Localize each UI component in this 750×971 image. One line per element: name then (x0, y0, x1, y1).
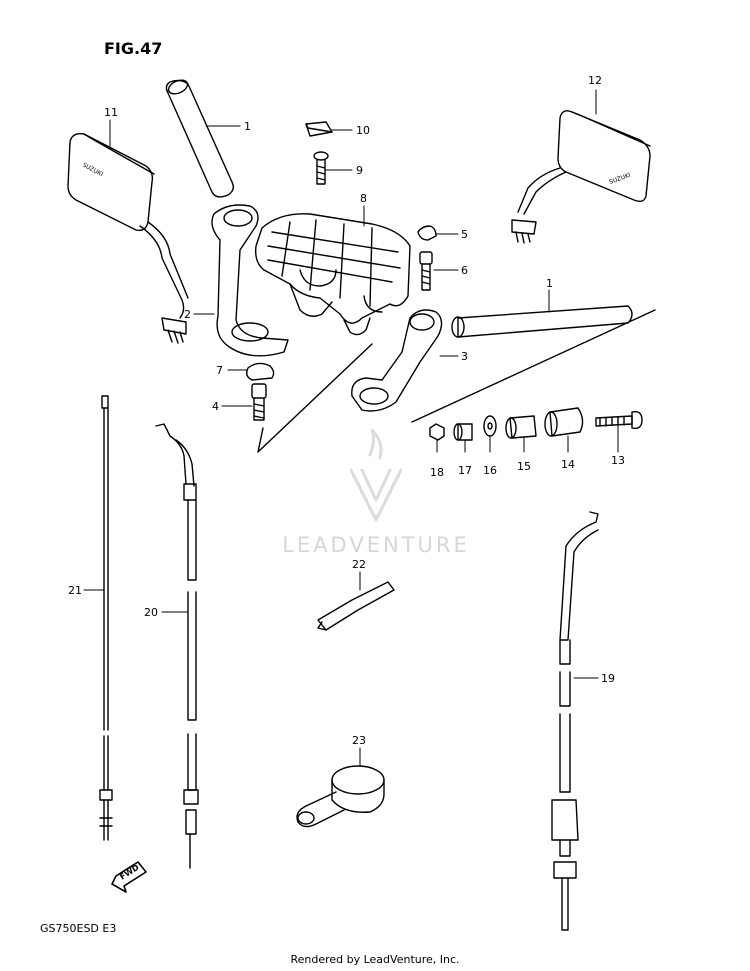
callout-number: 13 (611, 454, 625, 467)
callout-number: 16 (483, 464, 497, 477)
nut (429, 423, 445, 441)
callout-number: 12 (588, 74, 602, 87)
balancer (544, 407, 584, 437)
cable-clutch (99, 395, 113, 841)
callout-number: 8 (360, 192, 367, 205)
fwd-arrow-icon (111, 861, 147, 893)
bolt-holder-lower (251, 383, 267, 421)
model-code: GS750ESD E3 (40, 922, 116, 935)
handlebar-left (165, 79, 235, 198)
figure-title: FIG.47 (104, 39, 162, 58)
callout-number: 4 (212, 400, 219, 413)
callout-number: 5 (461, 228, 468, 241)
cap-small (417, 225, 437, 241)
callout-number: 19 (601, 672, 615, 685)
mirror-brand-right: SUZUKI (608, 172, 632, 186)
callout-number: 11 (104, 106, 118, 119)
callout-number: 6 (461, 264, 468, 277)
callout-number: 14 (561, 458, 575, 471)
handlebar-cover (254, 213, 411, 336)
callout-number: 1 (244, 120, 251, 133)
cap-holder (245, 362, 275, 381)
washer (483, 415, 497, 437)
callout-number: 2 (184, 308, 191, 321)
callout-number: 7 (216, 364, 223, 377)
bolt-holder (419, 251, 433, 291)
callout-number: 15 (517, 460, 531, 473)
callout-number: 1 (546, 277, 553, 290)
callout-number: 3 (461, 350, 468, 363)
holder-right (351, 309, 443, 412)
band (317, 581, 395, 631)
assembly-guide-line (257, 309, 656, 453)
callout-number: 22 (352, 558, 366, 571)
watermark-text: LEADVENTURE (282, 533, 470, 557)
cable-right (551, 511, 599, 931)
watermark-logo (349, 428, 403, 522)
callout-number: 10 (356, 124, 370, 137)
mirror-brand-left: SUZUKI (81, 162, 104, 179)
footer-credit: Rendered by LeadVenture, Inc. (290, 953, 460, 966)
cable-throttle (155, 423, 199, 869)
callout-number: 23 (352, 734, 366, 747)
screw (595, 410, 643, 430)
mirror-left (67, 132, 189, 344)
leader-lines (83, 89, 619, 767)
fwd-label: FWD (118, 863, 141, 882)
bolt-cover (313, 151, 329, 185)
cable-adjuster (296, 765, 385, 828)
mirror-right (511, 110, 651, 244)
spacer (453, 423, 473, 441)
callout-number: 9 (356, 164, 363, 177)
damper (505, 415, 537, 439)
cap (305, 121, 333, 137)
callout-number: 17 (458, 464, 472, 477)
callout-number: 21 (68, 584, 82, 597)
callout-number: 20 (144, 606, 158, 619)
callout-numbers: 1 1 2 3 4 5 6 7 8 9 10 11 12 13 14 15 16… (68, 74, 625, 747)
callout-number: 18 (430, 466, 444, 479)
holder-left (211, 204, 289, 357)
